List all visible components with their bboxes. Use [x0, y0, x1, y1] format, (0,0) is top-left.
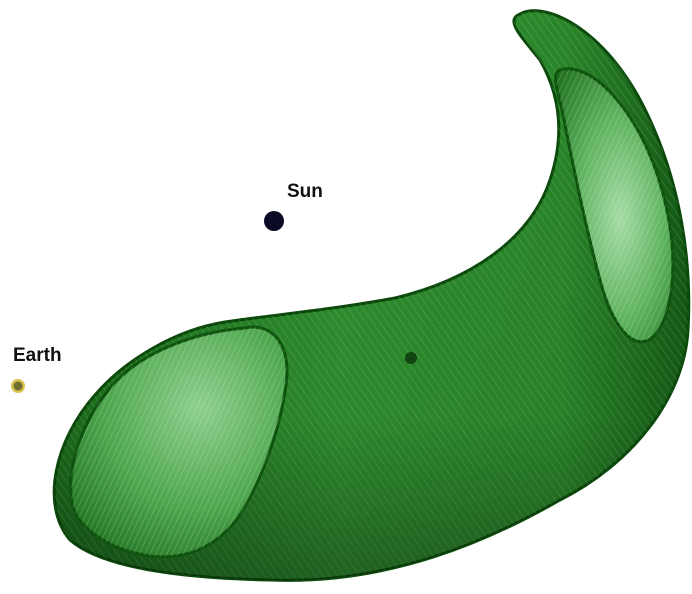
sun-label: Sun [287, 182, 323, 201]
surface-spot [405, 352, 417, 364]
sun-marker-icon [264, 211, 284, 231]
earth-marker-icon [11, 379, 25, 393]
earth-label: Earth [13, 346, 62, 365]
